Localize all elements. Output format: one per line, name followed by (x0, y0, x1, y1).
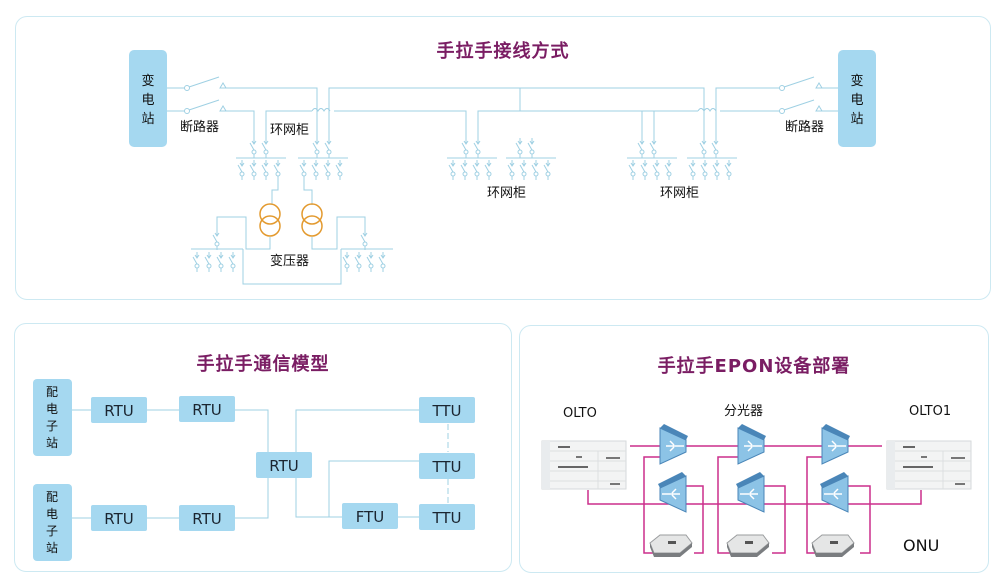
splitter-1-top (659, 423, 689, 465)
rtu-bottom-1-label: RTU (104, 510, 133, 528)
rtu-center-label: RTU (269, 457, 298, 475)
onu-label: ONU (903, 536, 939, 555)
ttu-1-label: TTU (431, 402, 461, 420)
rtu-bottom-2-label: RTU (192, 510, 221, 528)
ring-unit-label-1: 环网柜 (270, 123, 309, 138)
breaker-right-label: 断路器 (785, 119, 824, 135)
substation-bottom-char-4: 站 (46, 541, 58, 555)
substation-right-char-2: 电 (850, 93, 863, 108)
comm-title: 手拉手通信模型 (196, 354, 330, 375)
substation-top-char-1: 配 (46, 385, 58, 399)
rtu-top-2: RTU (179, 396, 235, 422)
substation-top: 配 电 子 站 (33, 379, 72, 456)
wiring-diagram: 变 电 站 变 电 站 (129, 50, 876, 285)
onu-device-1 (649, 534, 693, 558)
splitter-2-bottom (735, 471, 765, 513)
ring-unit-label-3: 环网柜 (660, 186, 699, 201)
transformer-label: 变压器 (270, 253, 309, 269)
substation-top-char-2: 电 (46, 402, 58, 416)
ttu-3: TTU (419, 504, 475, 530)
olt-right-device (886, 440, 972, 490)
ring-unit-label-2: 环网柜 (487, 186, 526, 201)
substation-left: 变 电 站 (129, 50, 167, 147)
olt-left-device (541, 440, 627, 490)
ttu-3-label: TTU (431, 509, 461, 527)
splitters (657, 423, 851, 513)
onu-device-2 (726, 534, 770, 558)
ftu-label: FTU (356, 508, 385, 526)
ttu-1: TTU (419, 397, 475, 423)
splitter-3-bottom (819, 471, 849, 513)
olt-right-label: OLTO1 (909, 404, 951, 419)
comm-links (72, 409, 449, 519)
substation-left-char-2: 电 (141, 93, 154, 108)
rtu-top-1-label: RTU (104, 402, 133, 420)
substation-bottom-char-2: 电 (46, 507, 58, 521)
splitter-label: 分光器 (724, 404, 763, 419)
ftu: FTU (342, 503, 398, 529)
epon-title: 手拉手EPON设备部署 (657, 356, 851, 377)
wiring-panel: 手拉手接线方式 (15, 16, 991, 300)
onu-devices (649, 534, 855, 558)
substation-right: 变 电 站 (838, 50, 876, 147)
splitter-2-top (737, 423, 767, 465)
substation-right-char-3: 站 (850, 112, 863, 127)
transformer-icons (259, 203, 323, 237)
wiring-lines (167, 76, 838, 140)
olt-left-label: OLTO (563, 406, 597, 421)
splitter-1-bottom (657, 471, 687, 513)
substation-left-char-3: 站 (141, 112, 154, 127)
substation-right-char-1: 变 (850, 73, 863, 89)
substation-bottom-char-1: 配 (46, 490, 58, 504)
substation-bottom-char-3: 子 (46, 524, 58, 538)
substation-top-char-4: 站 (46, 436, 58, 450)
substation-bottom: 配 电 子 站 (33, 484, 72, 561)
rtu-top-2-label: RTU (192, 401, 221, 419)
wiring-title: 手拉手接线方式 (436, 41, 570, 62)
rtu-bottom-1: RTU (91, 505, 147, 531)
substation-left-char-1: 变 (141, 73, 154, 89)
ttu-2-label: TTU (431, 458, 461, 476)
splitter-3-top (821, 423, 851, 465)
breaker-left-label: 断路器 (180, 119, 219, 135)
rtu-top-1: RTU (91, 397, 147, 423)
ttu-2: TTU (419, 453, 475, 479)
rtu-bottom-2: RTU (179, 505, 235, 531)
substation-top-char-3: 子 (46, 419, 58, 433)
onu-device-3 (811, 534, 855, 558)
rtu-center: RTU (256, 452, 312, 478)
